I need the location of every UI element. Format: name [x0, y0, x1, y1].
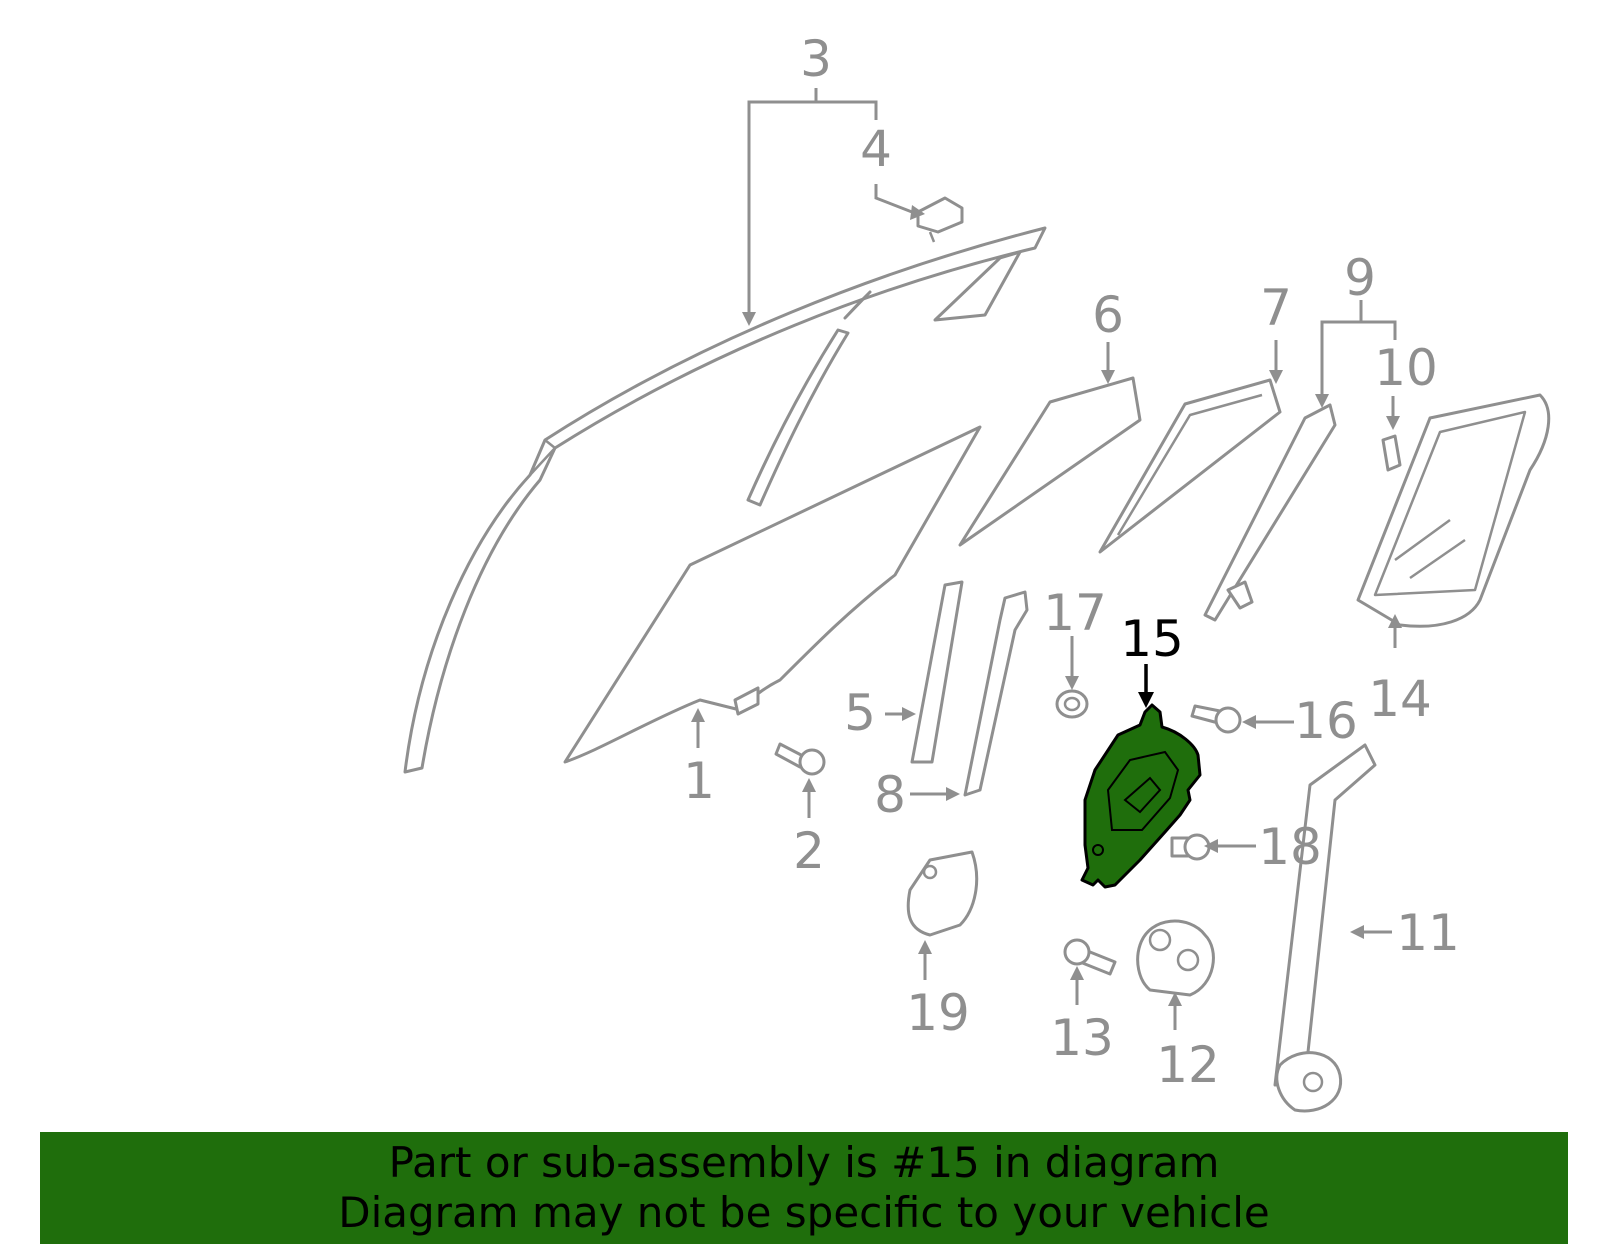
- callout-10: 10: [1374, 339, 1438, 397]
- part-16-bolt: [1190, 704, 1242, 734]
- callout-4: 4: [860, 120, 892, 178]
- callout-13: 13: [1050, 1009, 1114, 1067]
- callout-3: 3: [800, 30, 832, 88]
- callout-12: 12: [1156, 1036, 1220, 1094]
- leader-lines: [691, 88, 1402, 1030]
- callout-8: 8: [874, 766, 906, 824]
- part-14-door-panel: [1356, 393, 1551, 628]
- part-15-highlighted: [1080, 703, 1202, 889]
- parts-diagram: 3 4 6 7 9 10 17 15 14 5 16 1 8 2 18 11 1…: [403, 30, 1551, 1113]
- part-18-pin: [1170, 833, 1211, 861]
- part-7-quarter-seal: [1098, 378, 1282, 554]
- callout-15: 15: [1120, 610, 1184, 668]
- part-11-regulator-rail: [1273, 743, 1377, 1113]
- part-12-motor: [1136, 919, 1215, 997]
- part-3-door-frame: [403, 226, 1047, 774]
- callout-6: 6: [1092, 286, 1124, 344]
- part-9-division-bar: [1203, 403, 1337, 622]
- callout-2: 2: [793, 822, 825, 880]
- part-5-guide-rail: [910, 580, 964, 764]
- part-19-seal: [906, 850, 979, 937]
- callout-5: 5: [844, 684, 876, 742]
- part-6-quarter-glass: [958, 376, 1142, 547]
- banner-line-1: Part or sub-assembly is #15 in diagram: [388, 1138, 1220, 1187]
- part-17-grommet: [1055, 689, 1089, 719]
- callout-19: 19: [906, 984, 970, 1042]
- callout-1: 1: [683, 752, 715, 810]
- callout-18: 18: [1258, 818, 1322, 876]
- callout-9: 9: [1344, 249, 1376, 307]
- leader-15: [1138, 664, 1154, 708]
- callout-7: 7: [1260, 279, 1292, 337]
- part-2-bolt: [774, 742, 826, 776]
- callout-14: 14: [1368, 670, 1432, 728]
- info-banner: Part or sub-assembly is #15 in diagram D…: [40, 1132, 1568, 1244]
- part-10-clip: [1381, 434, 1402, 472]
- part-1-door-glass: [563, 425, 982, 764]
- banner-line-2: Diagram may not be specific to your vehi…: [338, 1188, 1270, 1237]
- callout-17: 17: [1043, 584, 1107, 642]
- callout-16: 16: [1294, 692, 1358, 750]
- part-4-clip: [916, 196, 964, 243]
- callout-11: 11: [1396, 904, 1460, 962]
- part-13-bolt: [1063, 938, 1117, 976]
- part-8-rear-channel: [963, 590, 1029, 797]
